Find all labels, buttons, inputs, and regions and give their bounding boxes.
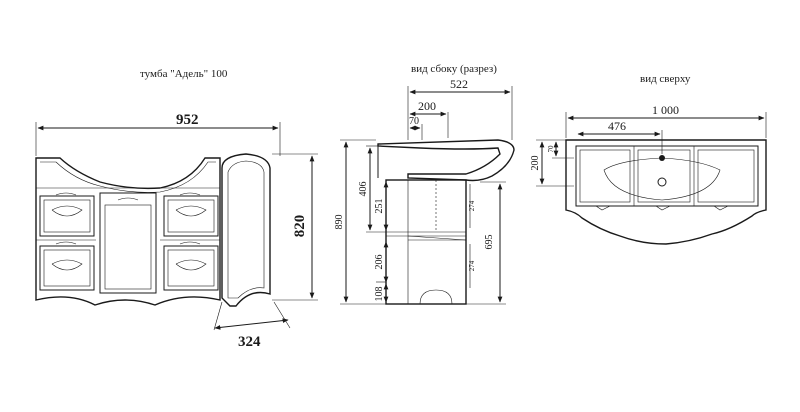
side-height-108: 108 bbox=[374, 287, 385, 302]
side-height-695: 695 bbox=[484, 235, 495, 250]
front-view-title: тумба "Адель" 100 bbox=[140, 68, 228, 80]
center-door bbox=[99, 192, 157, 294]
front-view: 952 820 324 bbox=[35, 112, 318, 350]
left-top-drawer bbox=[39, 195, 95, 237]
side-height-206: 206 bbox=[374, 255, 385, 270]
sink-profile bbox=[377, 139, 515, 182]
drain-hole bbox=[657, 177, 667, 187]
left-bottom-drawer bbox=[39, 245, 95, 291]
side-height-406: 406 bbox=[358, 182, 369, 197]
right-bottom-drawer bbox=[163, 245, 219, 291]
width-dim: 952 bbox=[176, 112, 199, 128]
cabinet-footprint bbox=[575, 145, 759, 207]
side-panel bbox=[221, 153, 271, 307]
side-depth-200: 200 bbox=[418, 99, 436, 113]
depth-dim: 324 bbox=[238, 334, 261, 350]
basin-outline bbox=[565, 139, 767, 245]
cabinet-section bbox=[385, 179, 467, 305]
side-view-title: вид сбоку (разрез) bbox=[411, 63, 497, 75]
top-width-476: 476 bbox=[608, 119, 626, 133]
side-depth-522: 522 bbox=[450, 77, 468, 91]
side-depth-70: 70 bbox=[409, 116, 419, 127]
height-dim: 820 bbox=[292, 215, 308, 238]
side-view: 522 200 70 890 406 251 206 108 274 274 6… bbox=[334, 77, 515, 305]
top-view: 1 000 476 200 70 bbox=[530, 103, 767, 245]
top-view-title: вид сверху bbox=[640, 73, 691, 85]
side-inner-274-upper: 274 bbox=[468, 200, 476, 211]
side-height-251: 251 bbox=[374, 199, 385, 214]
side-inner-274-lower: 274 bbox=[468, 260, 476, 271]
top-depth-200: 200 bbox=[530, 156, 541, 171]
side-height-890: 890 bbox=[334, 215, 345, 230]
top-width-1000: 1 000 bbox=[652, 103, 679, 117]
right-top-drawer bbox=[163, 195, 219, 237]
depth-dim-line bbox=[214, 318, 289, 330]
top-depth-70: 70 bbox=[547, 145, 555, 153]
cabinet-outline bbox=[35, 157, 221, 306]
